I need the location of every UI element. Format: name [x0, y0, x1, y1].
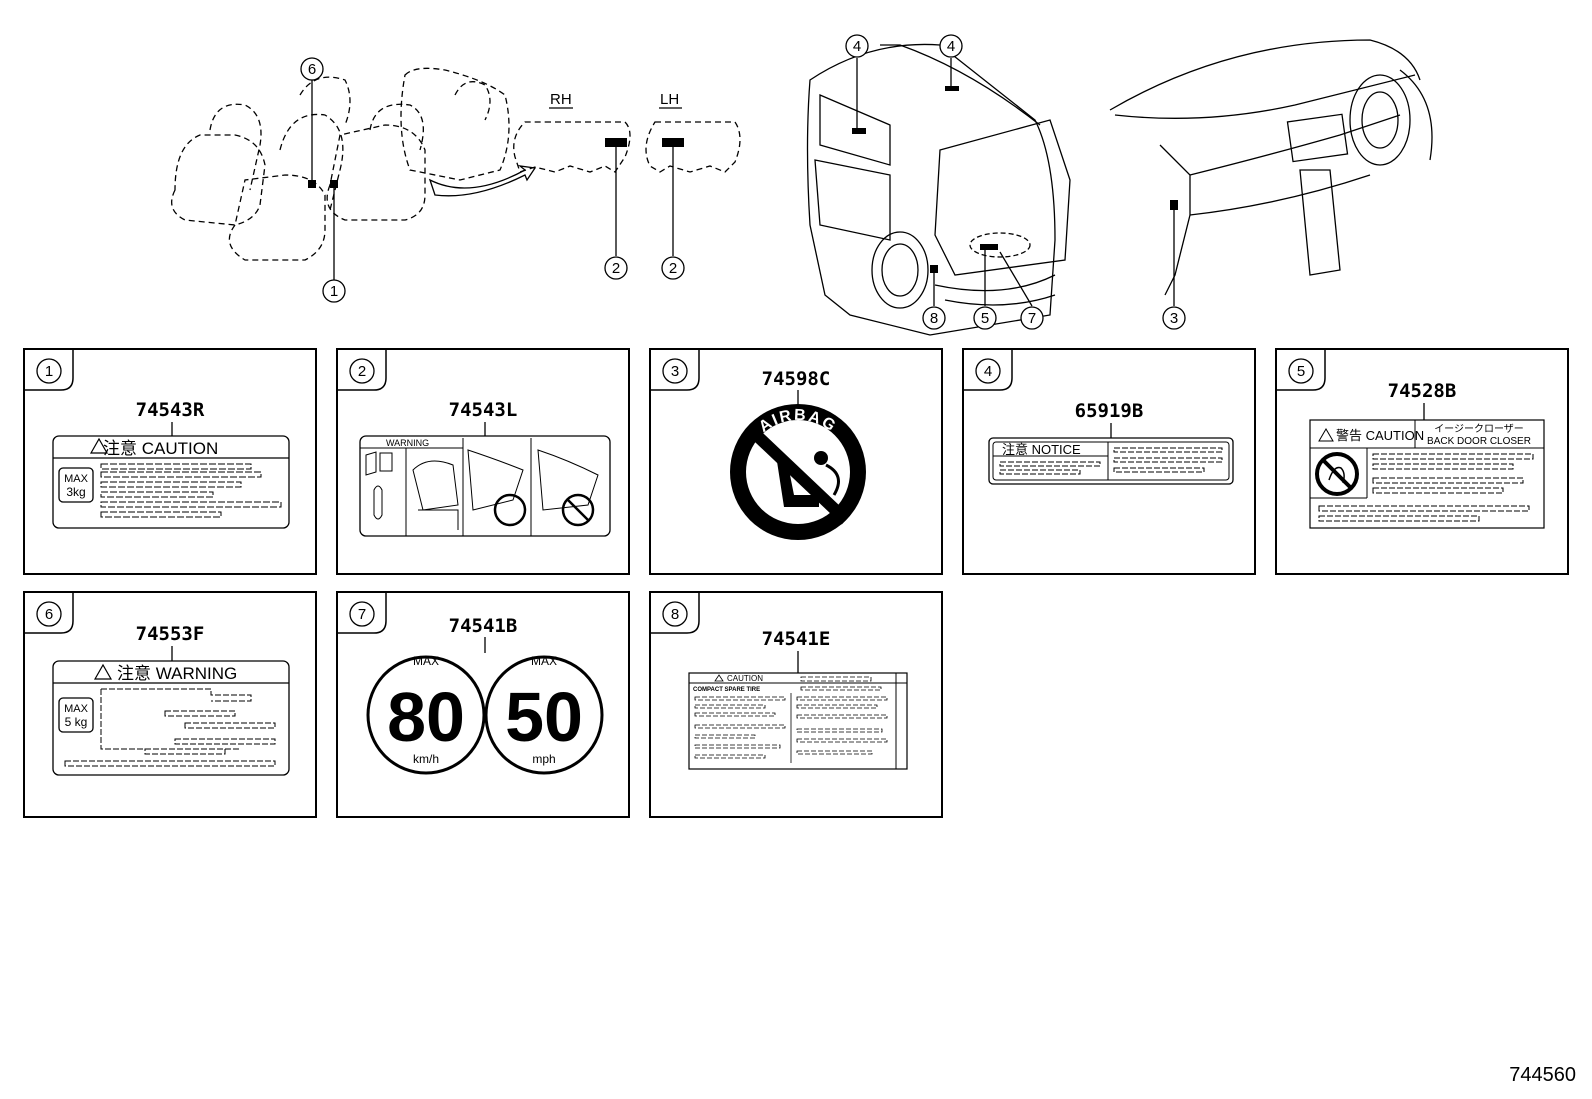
caution-title: 警告 CAUTION: [1336, 428, 1424, 443]
speed-sign-mph: MAX 50 mph: [484, 654, 604, 775]
label-panel-6: 6 74553F 注意 WARNING MAX 5 kg: [23, 591, 317, 818]
warning-title: WARNING: [386, 438, 429, 448]
label-panel-3: 3 74598C AIRBAG: [649, 348, 943, 575]
callout-3: 3: [1162, 306, 1186, 330]
svg-text:4: 4: [853, 38, 861, 55]
panel-number: 8: [671, 606, 679, 623]
panel-number: 1: [45, 363, 53, 380]
panel-number: 5: [1297, 363, 1305, 380]
callout-2b: 2: [661, 256, 685, 280]
part-number: 74543R: [135, 399, 205, 421]
svg-text:km/h: km/h: [413, 752, 439, 766]
overview-illustration: RH LH: [171, 34, 1433, 336]
label-panel-2: 2 74543L WARNING: [336, 348, 630, 575]
svg-text:mph: mph: [532, 752, 555, 766]
svg-text:5: 5: [981, 310, 989, 327]
speed-sign-kmh: MAX 80 km/h: [366, 654, 486, 775]
part-number: 74598C: [761, 368, 831, 390]
label-panel-5: 5 74528B 警告 CAUTION イージークローザー BACK DOOR …: [1275, 348, 1569, 575]
svg-text:8: 8: [930, 310, 938, 327]
part-number: 74553F: [135, 623, 205, 645]
svg-text:イージークローザー: イージークローザー: [1434, 423, 1524, 435]
part-number: 74541B: [448, 615, 518, 637]
figure-id: 744560: [1509, 1064, 1576, 1086]
notice-title: 注意 NOTICE: [1002, 442, 1081, 457]
svg-text:MAX: MAX: [64, 473, 89, 485]
callout-2a: 2: [604, 256, 628, 280]
part-number: 74528B: [1387, 380, 1457, 402]
dashboard-drawing: [1109, 39, 1433, 296]
svg-text:MAX: MAX: [531, 654, 557, 668]
svg-text:50: 50: [505, 678, 583, 756]
seats-drawing: [171, 67, 510, 261]
panel-number: 2: [358, 363, 366, 380]
label-panel-8: 8 74541E CAUTION COMPACT SPARE TIRE: [649, 591, 943, 818]
caution-title: CAUTION: [727, 674, 763, 683]
svg-text:7: 7: [1028, 310, 1036, 327]
caution-title: 注意 CAUTION: [103, 439, 218, 458]
no-hand-icon: [1315, 452, 1359, 496]
part-number: 74543L: [448, 399, 518, 421]
part-number: 65919B: [1074, 400, 1144, 422]
warning-title: 注意 WARNING: [117, 664, 237, 683]
svg-text:BACK DOOR CLOSER: BACK DOOR CLOSER: [1427, 436, 1531, 447]
callout-6: 6: [300, 57, 324, 81]
callout-4b: 4: [939, 34, 963, 58]
rh-label: RH: [550, 91, 572, 108]
panel-number: 3: [671, 363, 679, 380]
part-number: 74541E: [761, 628, 831, 650]
lh-label: LH: [660, 91, 679, 108]
svg-text:5 kg: 5 kg: [65, 715, 88, 729]
svg-text:COMPACT SPARE TIRE: COMPACT SPARE TIRE: [693, 687, 760, 693]
label-panel-7: 7 74541B MAX 80 km/h MAX 50 mph: [336, 591, 630, 818]
panel-number: 7: [358, 606, 366, 623]
svg-text:3kg: 3kg: [66, 485, 85, 499]
panel-number: 4: [984, 363, 992, 380]
svg-text:80: 80: [387, 678, 465, 756]
callout-7: 7: [1020, 306, 1044, 330]
label-panel-4: 4 65919B 注意 NOTICE: [962, 348, 1256, 575]
svg-text:2: 2: [669, 260, 677, 277]
panel-number: 6: [45, 606, 53, 623]
svg-text:MAX: MAX: [64, 703, 89, 715]
svg-text:3: 3: [1170, 310, 1178, 327]
svg-text:4: 4: [947, 38, 955, 55]
callout-1: 1: [322, 279, 346, 303]
svg-text:6: 6: [308, 61, 316, 78]
van-drawing: [806, 43, 1071, 336]
callout-8: 8: [922, 306, 946, 330]
label-panel-1: 1 74543R 注意 CAUTION MAX 3kg: [23, 348, 317, 575]
callout-4a: 4: [845, 34, 869, 58]
callout-5: 5: [973, 306, 997, 330]
svg-text:MAX: MAX: [413, 654, 439, 668]
svg-text:2: 2: [612, 260, 620, 277]
svg-text:1: 1: [330, 283, 338, 300]
